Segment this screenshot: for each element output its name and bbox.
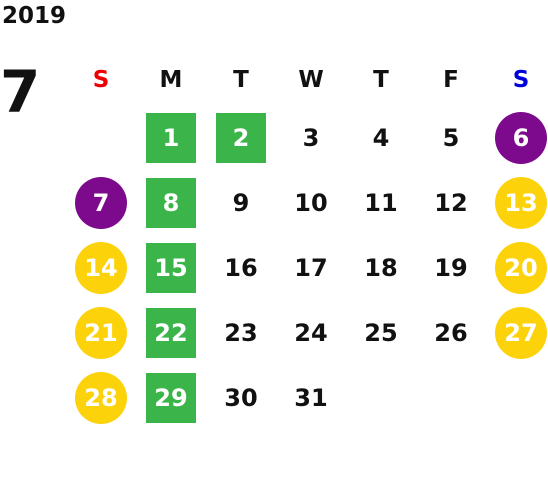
day-cell[interactable]: 23 <box>206 300 276 365</box>
day-cell[interactable]: 14 <box>66 235 136 300</box>
day-cell[interactable]: 19 <box>416 235 486 300</box>
day-cell[interactable]: 17 <box>276 235 346 300</box>
day-cell[interactable]: 29 <box>136 365 206 430</box>
day-number: 6 <box>495 111 547 164</box>
weekday-friday: F <box>443 67 459 93</box>
day-number: 8 <box>146 177 196 228</box>
day-number: 31 <box>294 383 328 412</box>
day-cell[interactable]: 31 <box>276 365 346 430</box>
day-number: 5 <box>442 123 460 152</box>
day-number: 22 <box>146 307 196 358</box>
day-number: 1 <box>146 112 196 163</box>
empty-day-cell <box>416 365 486 430</box>
day-number: 26 <box>434 318 468 347</box>
day-cell[interactable]: 3 <box>276 105 346 170</box>
day-number: 21 <box>75 306 127 359</box>
year-label: 2019 <box>2 3 67 29</box>
day-number: 7 <box>75 176 127 229</box>
day-cell[interactable]: 10 <box>276 170 346 235</box>
day-cell[interactable]: 21 <box>66 300 136 365</box>
day-number: 12 <box>434 188 468 217</box>
day-cell[interactable]: 5 <box>416 105 486 170</box>
day-cell[interactable]: 25 <box>346 300 416 365</box>
day-number: 28 <box>75 371 127 424</box>
weekday-sunday: S <box>92 67 110 93</box>
day-number: 24 <box>294 318 328 347</box>
day-number: 19 <box>434 253 468 282</box>
weekday-monday: M <box>159 67 183 93</box>
weekday-tuesday: T <box>233 67 249 93</box>
day-number: 29 <box>146 372 196 423</box>
day-cell[interactable]: 28 <box>66 365 136 430</box>
weekday-wednesday: W <box>298 67 324 93</box>
day-number: 18 <box>364 253 398 282</box>
day-cell[interactable]: 22 <box>136 300 206 365</box>
day-cell[interactable]: 13 <box>486 170 548 235</box>
day-cell[interactable]: 27 <box>486 300 548 365</box>
day-cell[interactable]: 8 <box>136 170 206 235</box>
weekday-thursday: T <box>373 67 389 93</box>
day-number: 20 <box>495 241 547 294</box>
day-number: 30 <box>224 383 258 412</box>
empty-day-cell <box>486 365 548 430</box>
day-cell[interactable]: 24 <box>276 300 346 365</box>
day-number: 17 <box>294 253 328 282</box>
day-cell[interactable]: 30 <box>206 365 276 430</box>
month-number: 7 <box>0 58 41 126</box>
empty-day-cell <box>66 105 136 170</box>
day-cell[interactable]: 16 <box>206 235 276 300</box>
day-number: 25 <box>364 318 398 347</box>
day-number: 16 <box>224 253 258 282</box>
day-cell[interactable]: 1 <box>136 105 206 170</box>
day-number: 14 <box>75 241 127 294</box>
day-number: 15 <box>146 242 196 293</box>
day-cell[interactable]: 20 <box>486 235 548 300</box>
day-number: 9 <box>232 188 250 217</box>
day-cell[interactable]: 12 <box>416 170 486 235</box>
day-cell[interactable]: 18 <box>346 235 416 300</box>
weekday-saturday: S <box>512 67 530 93</box>
day-cell[interactable]: 4 <box>346 105 416 170</box>
day-cell[interactable]: 9 <box>206 170 276 235</box>
day-number: 4 <box>372 123 390 152</box>
day-number: 2 <box>216 112 266 163</box>
day-number: 27 <box>495 306 547 359</box>
day-cell[interactable]: 6 <box>486 105 548 170</box>
day-cell[interactable]: 26 <box>416 300 486 365</box>
empty-day-cell <box>346 365 416 430</box>
day-cell[interactable]: 2 <box>206 105 276 170</box>
day-number: 3 <box>302 123 320 152</box>
day-number: 10 <box>294 188 328 217</box>
day-cell[interactable]: 7 <box>66 170 136 235</box>
day-cell[interactable]: 15 <box>136 235 206 300</box>
day-cell[interactable]: 11 <box>346 170 416 235</box>
day-number: 13 <box>495 176 547 229</box>
day-number: 23 <box>224 318 258 347</box>
day-number: 11 <box>364 188 398 217</box>
